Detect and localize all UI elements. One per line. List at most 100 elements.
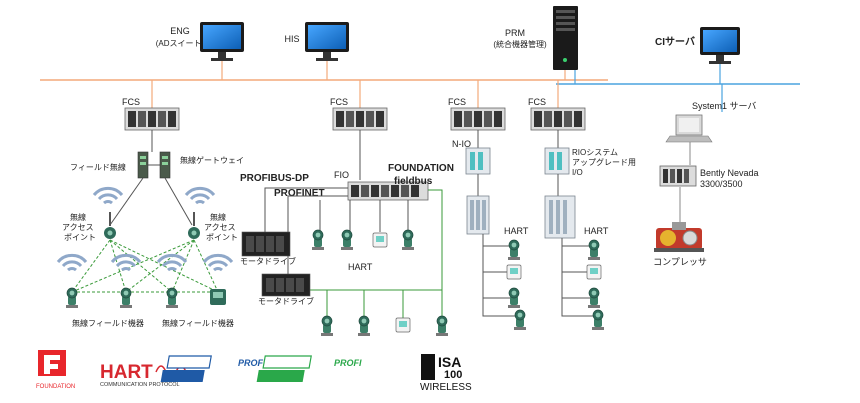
wireless-analyzer[interactable] [210,289,226,305]
motor-drive-label: モータドライブ [240,256,296,266]
ap-label-line2: アクセス [204,223,236,232]
motor-drive-2[interactable] [261,273,311,297]
prm-label: PRM [505,28,525,38]
hart-transmitter[interactable] [401,229,415,251]
profibus-logo: PROFI BUS [160,355,266,382]
foundation-logo: FOUNDATION [36,350,75,390]
wifi-signal-icon [110,253,142,272]
fcs-unit-fio[interactable]: FCS [330,97,388,131]
compressor-label: コンプレッサ [653,257,707,267]
foundation-fieldbus-label: FOUNDATION [388,163,454,174]
motor-drive-label: モータドライブ [258,296,314,306]
ap-label-line3: ポイント [64,233,96,242]
ci-server-label: CIサーバ [655,36,695,48]
field-wireless-gateway-left[interactable]: フィールド無線 [70,151,149,179]
rio-io-unit[interactable] [544,195,576,239]
hart-transmitter[interactable] [513,309,527,331]
bently-model: 3300/3500 [700,179,743,189]
fieldbus-transmitter[interactable] [435,315,449,337]
prm-station[interactable]: PRM (統合機器管理) [493,6,578,70]
rio-hart-label: HART [584,226,609,236]
profinet-logo: PROFI NET [256,355,362,382]
profibus-label: PROFIBUS-DP [240,173,309,184]
his-station[interactable]: HIS [284,22,349,61]
wireless-transmitter[interactable] [65,287,79,309]
hart-label: HART [348,262,373,272]
wireless-device-label: 無線フィールド機器 [72,318,144,328]
his-label: HIS [284,34,299,44]
gateway-to-ap-link [109,177,144,226]
fcs-label: FCS [448,97,466,107]
nio-module[interactable] [465,147,491,175]
fcs-unit-nio[interactable]: FCS [448,97,506,131]
hart-logo-subtitle: COMMUNICATION PROTOCOL [100,382,180,388]
system1-server[interactable]: System1 サーバ [665,101,756,143]
isa100-wireless-logo: ISA 100 WIRELESS [420,354,472,393]
ap-label-line1: 無線 [70,212,86,222]
nio-label: N-IO [452,139,471,149]
monitor-icon [700,27,740,64]
system1-label: System1 サーバ [692,101,756,111]
foundation-logo-text: FOUNDATION [36,384,75,390]
profibus-line [264,187,348,232]
profinet-logo-bottom: NET [342,372,362,382]
gateway-icon [137,151,149,179]
rio-label-line3: I/O [572,168,583,177]
ap-label-line3: ポイント [206,233,238,242]
hart-transmitter[interactable] [587,239,601,261]
wifi-signal-icon [56,253,88,272]
nio-io-unit[interactable] [466,195,490,235]
rio-module[interactable] [544,147,570,175]
bently-label: Bently Nevada [700,168,759,178]
fcs-unit-wireless[interactable]: FCS [122,97,180,131]
field-wireless-label: フィールド無線 [70,162,126,172]
hart-transmitter[interactable] [507,239,521,261]
access-point-icon [104,212,116,239]
fieldbus-indicator[interactable] [395,317,411,333]
wifi-signal-icon [202,253,234,272]
laptop-icon [665,114,713,143]
profibus-logo-bottom: BUS [244,372,263,382]
wireless-transmitter[interactable] [165,287,179,309]
hart-transmitter[interactable] [340,229,354,251]
fio-rack[interactable] [347,181,429,201]
profibus-logo-top: PROFI [238,358,266,368]
isa-logo-top: ISA [438,354,461,370]
hart-indicator[interactable] [506,264,522,280]
wireless-device-label: 無線フィールド機器 [162,318,234,328]
rack-icon [659,165,697,187]
wireless-transmitter[interactable] [119,287,133,309]
monitor-icon [200,22,244,61]
fcs-label: FCS [528,97,546,107]
hart-transmitter[interactable] [311,229,325,251]
wifi-signal-icon [92,186,124,205]
eng-station[interactable]: ENG (ADスイート) [156,22,244,61]
access-point-left[interactable]: 無線 アクセス ポイント [62,212,116,242]
prm-sub-label: (統合機器管理) [493,39,547,49]
server-tower-icon [553,6,578,70]
profinet-logo-top: PROFI [334,358,362,368]
hart-logo-title: HART [100,362,153,383]
hart-indicator[interactable] [586,264,602,280]
access-point-right[interactable]: 無線 アクセス ポイント [188,212,238,242]
eng-sub-label: (ADスイート) [156,39,205,48]
rio-field-wire [561,238,598,317]
profinet-label: PROFINET [274,188,325,199]
bently-nevada-rack[interactable]: Bently Nevada 3300/3500 [659,165,759,189]
fieldbus-transmitter[interactable] [357,315,371,337]
hart-indicator[interactable] [372,232,388,248]
nio-hart-label: HART [504,226,529,236]
gateway-icon [159,151,171,179]
wireless-gateway-right[interactable]: 無線ゲートウェイ [159,151,244,179]
ci-server-station[interactable]: CIサーバ [655,27,740,64]
hart-transmitter[interactable] [591,309,605,331]
fcs-label: FCS [122,97,140,107]
compressor[interactable]: コンプレッサ [653,222,707,267]
fieldbus-transmitter[interactable] [320,315,334,337]
wireless-mesh-links [71,239,219,293]
motor-drive-1[interactable] [241,231,291,257]
fcs-unit-rio[interactable]: FCS [528,97,586,131]
isa-logo-bottom: WIRELESS [420,382,472,393]
